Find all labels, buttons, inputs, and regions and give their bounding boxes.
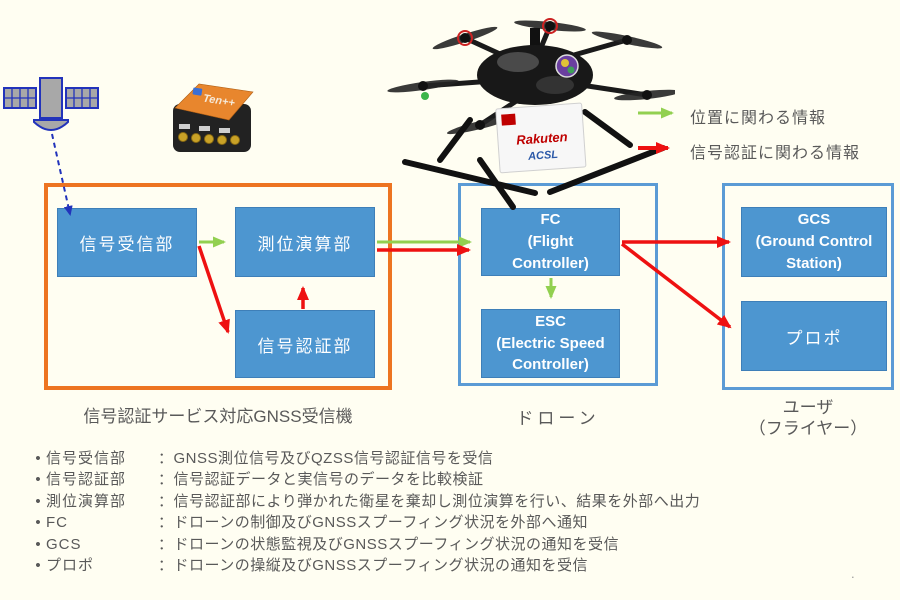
note-row: 信号受信部 ：GNSS測位信号及びQZSS信号認証信号を受信 <box>30 448 890 469</box>
block-signal-auth: 信号認証部 <box>235 310 375 378</box>
block-signal-receiver: 信号受信部 <box>57 208 197 277</box>
note-desc: ：信号認証部により弾かれた衛星を棄却し測位演算を行い、結果を外部へ出力 <box>158 492 701 510</box>
block-positioning-calc: 測位演算部 <box>235 207 375 277</box>
note-desc: ：ドローンの制御及びGNSSスプーフィング状況を外部へ通知 <box>158 514 589 532</box>
gnss-receiver-photo: Ten++ <box>173 83 254 152</box>
drone-photo: Rakuten ACSL <box>387 18 675 210</box>
receiver-brand-text: Ten++ <box>202 93 236 110</box>
note-desc: ：GNSS測位信号及びQZSS信号認証信号を受信 <box>158 450 494 467</box>
user-group-caption: ユーザ （フライヤー） <box>748 398 868 438</box>
bullet-icon <box>30 469 46 490</box>
stray-period-mark: . <box>851 566 855 581</box>
note-desc: ：ドローンの操縦及びGNSSスプーフィング状況の通知を受信 <box>158 557 589 575</box>
gnss-receiver-group-box <box>44 183 392 390</box>
drone-group-caption: ドローン <box>516 409 600 428</box>
bullet-icon <box>30 512 46 533</box>
note-row: FC ：ドローンの制御及びGNSSスプーフィング状況を外部へ通知 <box>30 512 890 533</box>
block-gcs: GCS (Ground Control Station) <box>741 207 887 277</box>
block-esc: ESC (Electric Speed Controller) <box>481 309 620 378</box>
drone-brand-text: Rakuten <box>516 129 568 148</box>
receiver-group-caption: 信号認証サービス対応GNSS受信機 <box>83 407 353 426</box>
satellite-icon <box>3 77 99 131</box>
note-row: 信号認証部 ：信号認証データと実信号のデータを比較検証 <box>30 469 890 490</box>
note-term: プロポ <box>46 557 95 575</box>
note-term: GCS <box>46 535 82 553</box>
block-propo: プロポ <box>741 301 887 371</box>
component-notes-list: 信号受信部 ：GNSS測位信号及びQZSS信号認証信号を受信 信号認証部 ：信号認証… <box>30 448 890 576</box>
block-fc: FC (Flight Controller) <box>481 208 620 276</box>
note-row: 測位演算部 ：信号認証部により弾かれた衛星を棄却し測位演算を行い、結果を外部へ出力 <box>30 491 890 512</box>
bullet-icon <box>30 491 46 512</box>
note-desc: ：信号認証データと実信号のデータを比較検証 <box>158 471 484 489</box>
drone-subbrand-text: ACSL <box>527 149 559 163</box>
note-term: FC <box>46 514 68 532</box>
note-term: 信号認証部 <box>46 471 127 489</box>
bullet-icon <box>30 448 46 469</box>
note-desc: ：ドローンの状態監視及びGNSSスプーフィング状況の通知を受信 <box>158 535 620 553</box>
note-row: GCS ：ドローンの状態監視及びGNSSスプーフィング状況の通知を受信 <box>30 534 890 555</box>
legend-position-label: 位置に関わる情報 <box>690 110 827 127</box>
bullet-icon <box>30 534 46 555</box>
note-term: 測位演算部 <box>46 492 127 510</box>
note-row: プロポ ：ドローンの操縦及びGNSSスプーフィング状況の通知を受信 <box>30 555 890 576</box>
legend-auth-label: 信号認証に関わる情報 <box>690 145 861 162</box>
note-term: 信号受信部 <box>46 450 127 467</box>
bullet-icon <box>30 555 46 576</box>
